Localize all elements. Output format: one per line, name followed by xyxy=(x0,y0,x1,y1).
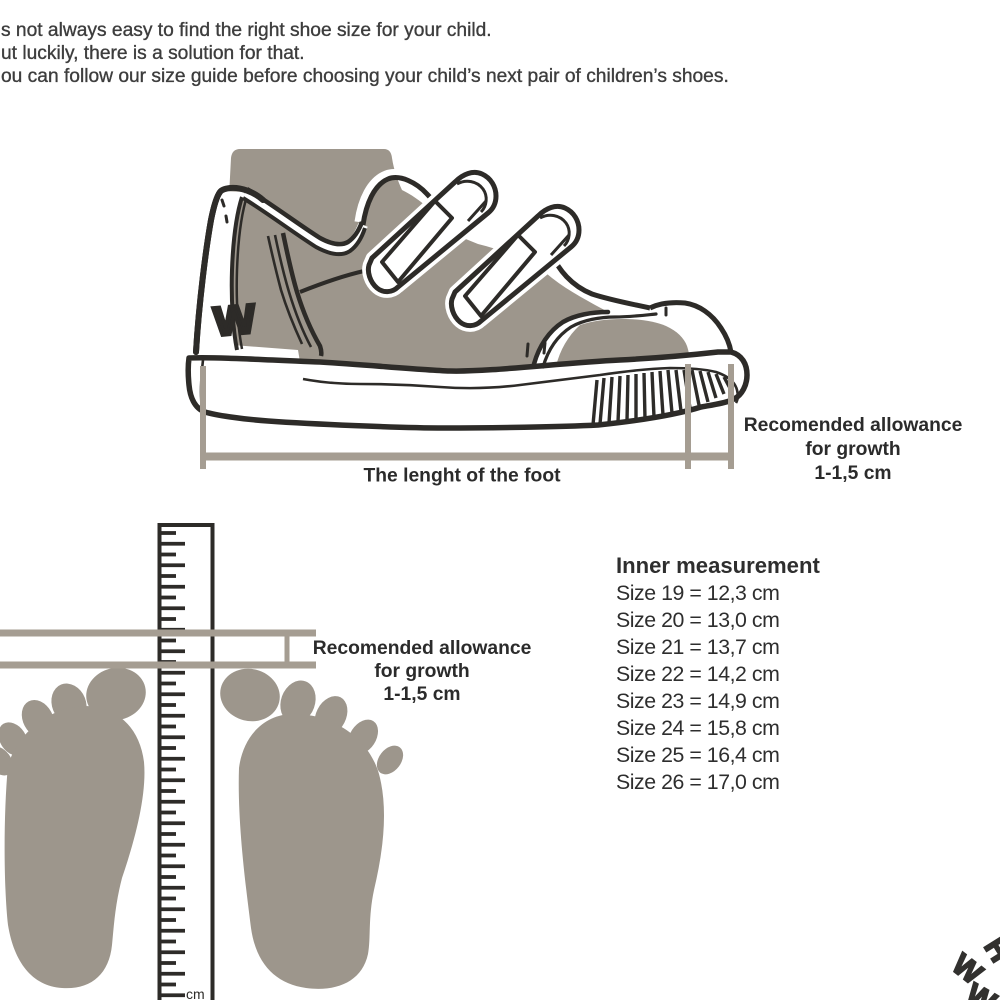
svg-text:Recomended allowance: Recomended allowance xyxy=(313,638,532,659)
svg-text:1-1,5 cm: 1-1,5 cm xyxy=(814,463,891,484)
svg-text:Size 24 = 15,8 cm: Size 24 = 15,8 cm xyxy=(616,716,779,740)
svg-text:for growth: for growth xyxy=(374,661,469,682)
svg-text:s not always easy to find the: s not always easy to find the right shoe… xyxy=(1,20,492,41)
svg-text:Size 22 = 14,2 cm: Size 22 = 14,2 cm xyxy=(616,662,779,686)
svg-text:Size 20 = 13,0 cm: Size 20 = 13,0 cm xyxy=(616,608,779,632)
svg-text:w: w xyxy=(210,285,258,348)
svg-text:ou can follow our size guide b: ou can follow our size guide before choo… xyxy=(1,66,729,87)
svg-text:Size 23 = 14,9 cm: Size 23 = 14,9 cm xyxy=(616,689,779,713)
svg-text:Size 19 = 12,3 cm: Size 19 = 12,3 cm xyxy=(616,581,779,605)
svg-text:1-1,5 cm: 1-1,5 cm xyxy=(383,684,460,705)
svg-text:for growth: for growth xyxy=(805,439,900,460)
svg-text:The lenght of the foot: The lenght of the foot xyxy=(363,466,561,487)
svg-text:cm: cm xyxy=(186,986,205,1000)
svg-text:Size 26 = 17,0 cm: Size 26 = 17,0 cm xyxy=(616,770,779,794)
svg-text:Size 25 = 16,4 cm: Size 25 = 16,4 cm xyxy=(616,743,779,767)
svg-text:Size 21 = 13,7 cm: Size 21 = 13,7 cm xyxy=(616,635,779,659)
svg-text:Recomended allowance: Recomended allowance xyxy=(744,415,963,436)
svg-text:Inner measurement: Inner measurement xyxy=(616,553,820,578)
svg-text:ut luckily, there is a solutio: ut luckily, there is a solution for that… xyxy=(1,43,305,64)
